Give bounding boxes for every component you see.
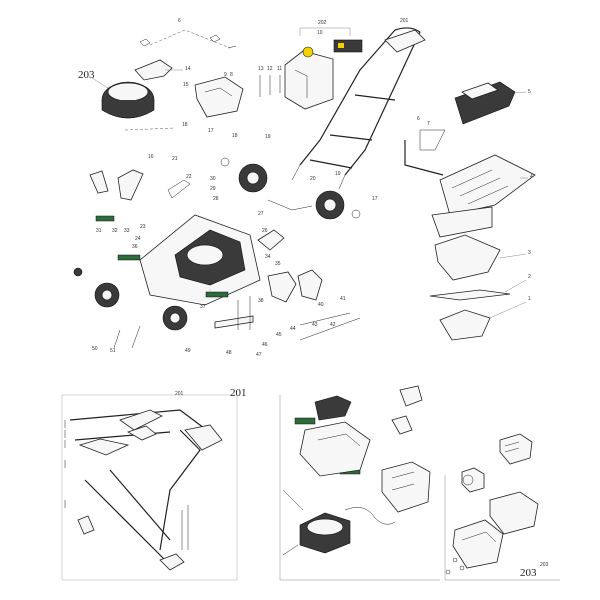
callout-7: 7 <box>427 121 430 127</box>
bracket-assembly-top: 6 14 15 <box>134 18 244 118</box>
green-label-3 <box>95 215 115 222</box>
callout-44: 44 <box>290 326 296 332</box>
callout-51: 51 <box>110 348 116 354</box>
handle-frame-201: 201 <box>291 18 426 190</box>
callout-17: 17 <box>208 128 214 134</box>
assembly-202-panel <box>209 289 440 581</box>
callout-30: 30 <box>210 176 216 182</box>
assembly-203-panel: 203 203 <box>444 433 560 581</box>
callout-16: 16 <box>148 154 154 160</box>
callout-4: 4 <box>530 174 533 180</box>
callout-36: 36 <box>132 244 138 250</box>
callout-26: 26 <box>262 228 268 234</box>
callout-49: 49 <box>185 348 191 354</box>
callout-23: 23 <box>140 224 146 230</box>
callout-203-bottom: 203 <box>540 562 549 568</box>
callout-15: 15 <box>183 82 189 88</box>
callout-14: 14 <box>185 66 191 72</box>
assembly-201-panel: 201 201 <box>61 387 247 581</box>
motor-unit-203: 203 18 <box>78 69 188 131</box>
callout-19: 19 <box>265 134 271 140</box>
callout-43: 43 <box>312 322 318 328</box>
callout-31: 31 <box>96 228 102 234</box>
callout-18b: 18 <box>232 133 238 139</box>
assembly-label-203: 203 <box>520 567 537 579</box>
callout-13: 13 <box>258 66 264 72</box>
callout-17b: 17 <box>372 196 378 202</box>
callout-29: 29 <box>210 186 216 192</box>
callout-38: 38 <box>258 298 264 304</box>
callout-18: 18 <box>182 122 188 128</box>
green-label-2 <box>205 291 229 298</box>
callout-5: 5 <box>528 89 531 95</box>
callout-6: 6 <box>178 18 181 24</box>
callout-21: 21 <box>172 156 178 162</box>
callout-50: 50 <box>92 346 98 352</box>
callout-201-top: 201 <box>400 18 409 24</box>
callout-11: 11 <box>277 66 282 72</box>
callout-8: 8 <box>230 72 233 78</box>
deck-assembly: 17 19 18 21 22 16 20 19 17 30 29 28 27 2… <box>73 128 378 358</box>
callout-202: 202 <box>318 20 327 26</box>
callout-40: 40 <box>318 302 324 308</box>
callout-46: 46 <box>262 342 268 348</box>
callout-24: 24 <box>135 236 141 242</box>
callout-45: 45 <box>276 332 282 338</box>
callout-9: 9 <box>224 72 227 78</box>
assembly-label-201: 201 <box>230 387 247 399</box>
callout-32: 32 <box>112 228 118 234</box>
callout-33: 33 <box>124 228 130 234</box>
callout-3: 3 <box>528 250 531 256</box>
callout-1: 1 <box>528 296 531 302</box>
callout-41: 41 <box>340 296 346 302</box>
callout-22: 22 <box>186 174 192 180</box>
callout-12: 12 <box>267 66 273 72</box>
callout-47: 47 <box>256 352 262 358</box>
callout-10: 10 <box>317 30 323 36</box>
callout-19b: 19 <box>335 171 341 177</box>
callout-37: 37 <box>200 304 206 310</box>
callout-20: 20 <box>310 176 316 182</box>
callout-28: 28 <box>213 196 219 202</box>
callout-34: 34 <box>265 254 271 260</box>
callout-48: 48 <box>226 350 232 356</box>
callout-2: 2 <box>528 274 531 280</box>
callout-42: 42 <box>330 322 336 328</box>
green-label-1 <box>117 254 141 261</box>
green-label-4 <box>294 417 316 425</box>
yellow-warning-badge <box>302 46 314 58</box>
callout-201-bottom: 201 <box>175 391 184 397</box>
callout-27: 27 <box>258 211 264 217</box>
grass-box-parts: 5 6 7 4 3 2 1 <box>404 81 536 341</box>
callout-35: 35 <box>275 261 281 267</box>
callout-6b: 6 <box>417 116 420 122</box>
callout-203: 203 <box>78 69 95 81</box>
control-box-202: 202 10 13 12 11 9 8 <box>224 20 363 110</box>
